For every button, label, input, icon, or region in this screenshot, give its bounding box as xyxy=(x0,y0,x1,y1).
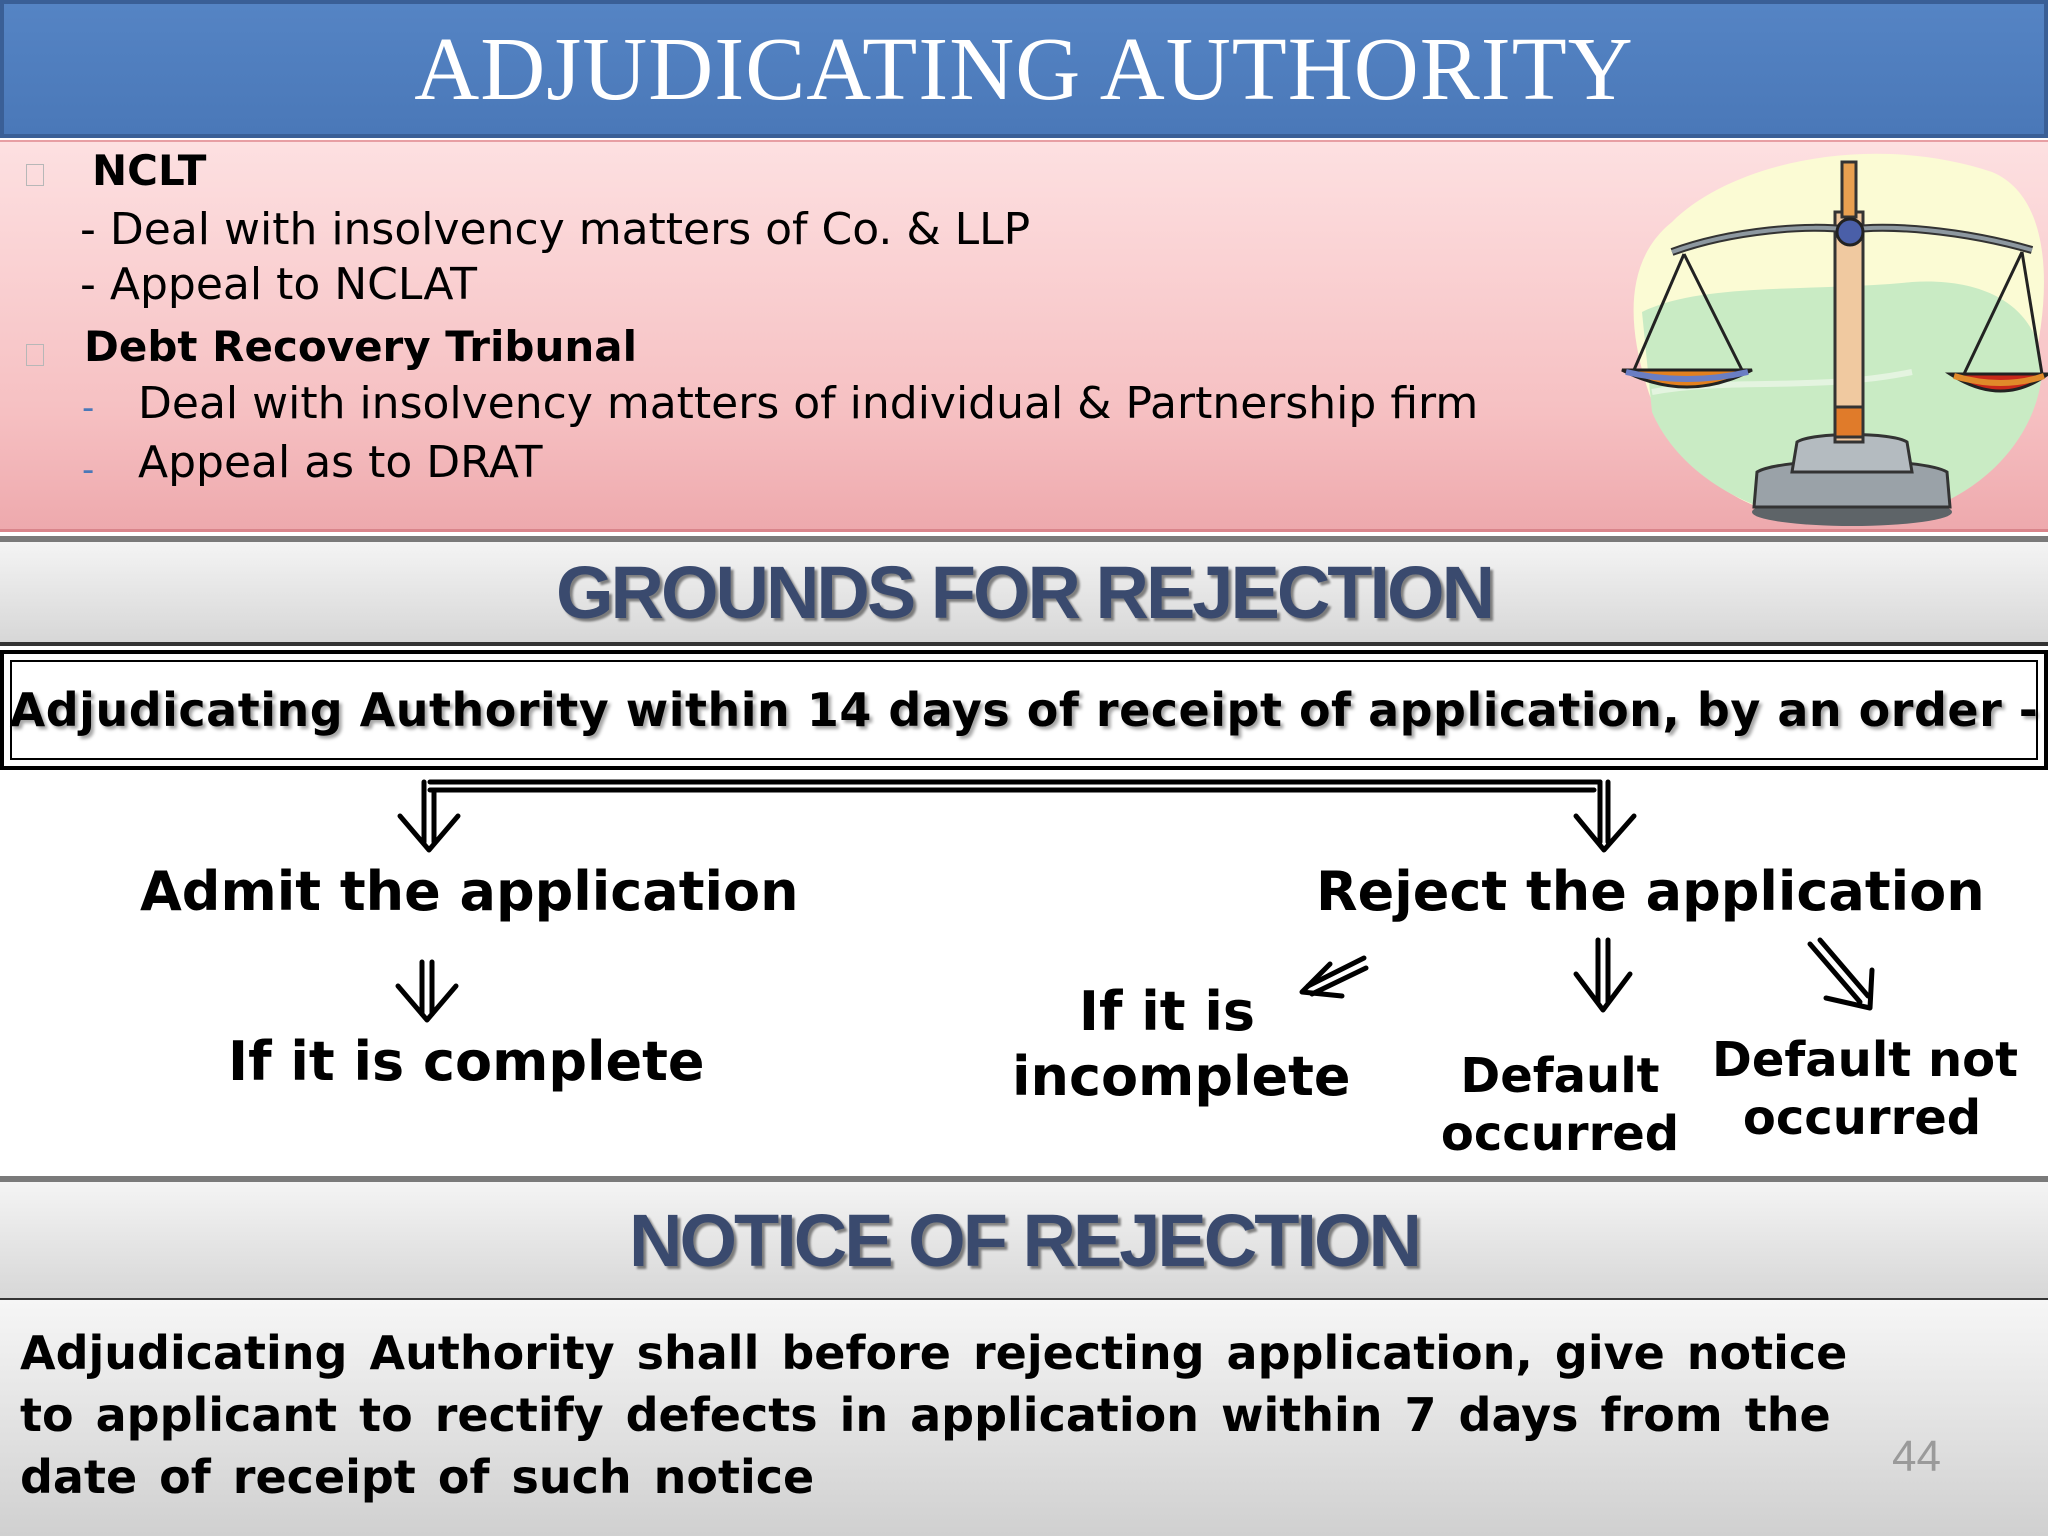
grounds-heading: GROUNDS FOR REJECTION xyxy=(555,550,1495,634)
nclt-heading: NCLT xyxy=(92,146,207,195)
drt-line-1: Deal with insolvency matters of individu… xyxy=(138,378,1479,429)
dash-marker: - xyxy=(82,388,95,428)
title-bar: ADJUDICATING AUTHORITY xyxy=(0,0,2048,138)
order-inner: Adjudicating Authority within 14 days of… xyxy=(10,660,2038,760)
page-number: 44 xyxy=(1892,1432,1941,1481)
notice-text: Adjudicating Authority shall before reje… xyxy=(20,1326,1848,1504)
bullet-icon xyxy=(26,164,44,186)
default-occurred-label: Default occurred xyxy=(1440,1048,1680,1162)
notice-panel: Adjudicating Authority shall before reje… xyxy=(0,1300,2048,1536)
scales-of-justice-icon xyxy=(1621,153,2048,526)
if-incomplete-label: If it is incomplete xyxy=(1012,980,1351,1108)
dash-marker: - xyxy=(82,450,95,490)
notice-header-bar: NOTICE OF REJECTION xyxy=(0,1176,2048,1302)
if-complete-label: If it is complete xyxy=(228,1030,705,1093)
order-box: Adjudicating Authority within 14 days of… xyxy=(0,650,2048,770)
flow-arrows xyxy=(395,779,1875,1023)
drt-line-2: Appeal as to DRAT xyxy=(138,437,543,488)
notice-heading: NOTICE OF REJECTION xyxy=(629,1198,1422,1282)
slide-title: ADJUDICATING AUTHORITY xyxy=(414,19,1634,119)
info-panel: NCLT - Deal with insolvency matters of C… xyxy=(0,140,2048,532)
reject-label: Reject the application xyxy=(1316,860,1985,923)
grounds-header-bar: GROUNDS FOR REJECTION xyxy=(0,536,2048,646)
bullet-icon xyxy=(26,344,44,366)
admit-label: Admit the application xyxy=(140,860,799,923)
drt-heading: Debt Recovery Tribunal xyxy=(84,322,638,371)
nclt-line-1: - Deal with insolvency matters of Co. & … xyxy=(80,204,1031,255)
nclt-line-2: - Appeal to NCLAT xyxy=(80,259,477,310)
default-not-occurred-label: Default not occurred xyxy=(1712,1032,2019,1146)
order-text: Adjudicating Authority within 14 days of… xyxy=(9,683,2039,737)
